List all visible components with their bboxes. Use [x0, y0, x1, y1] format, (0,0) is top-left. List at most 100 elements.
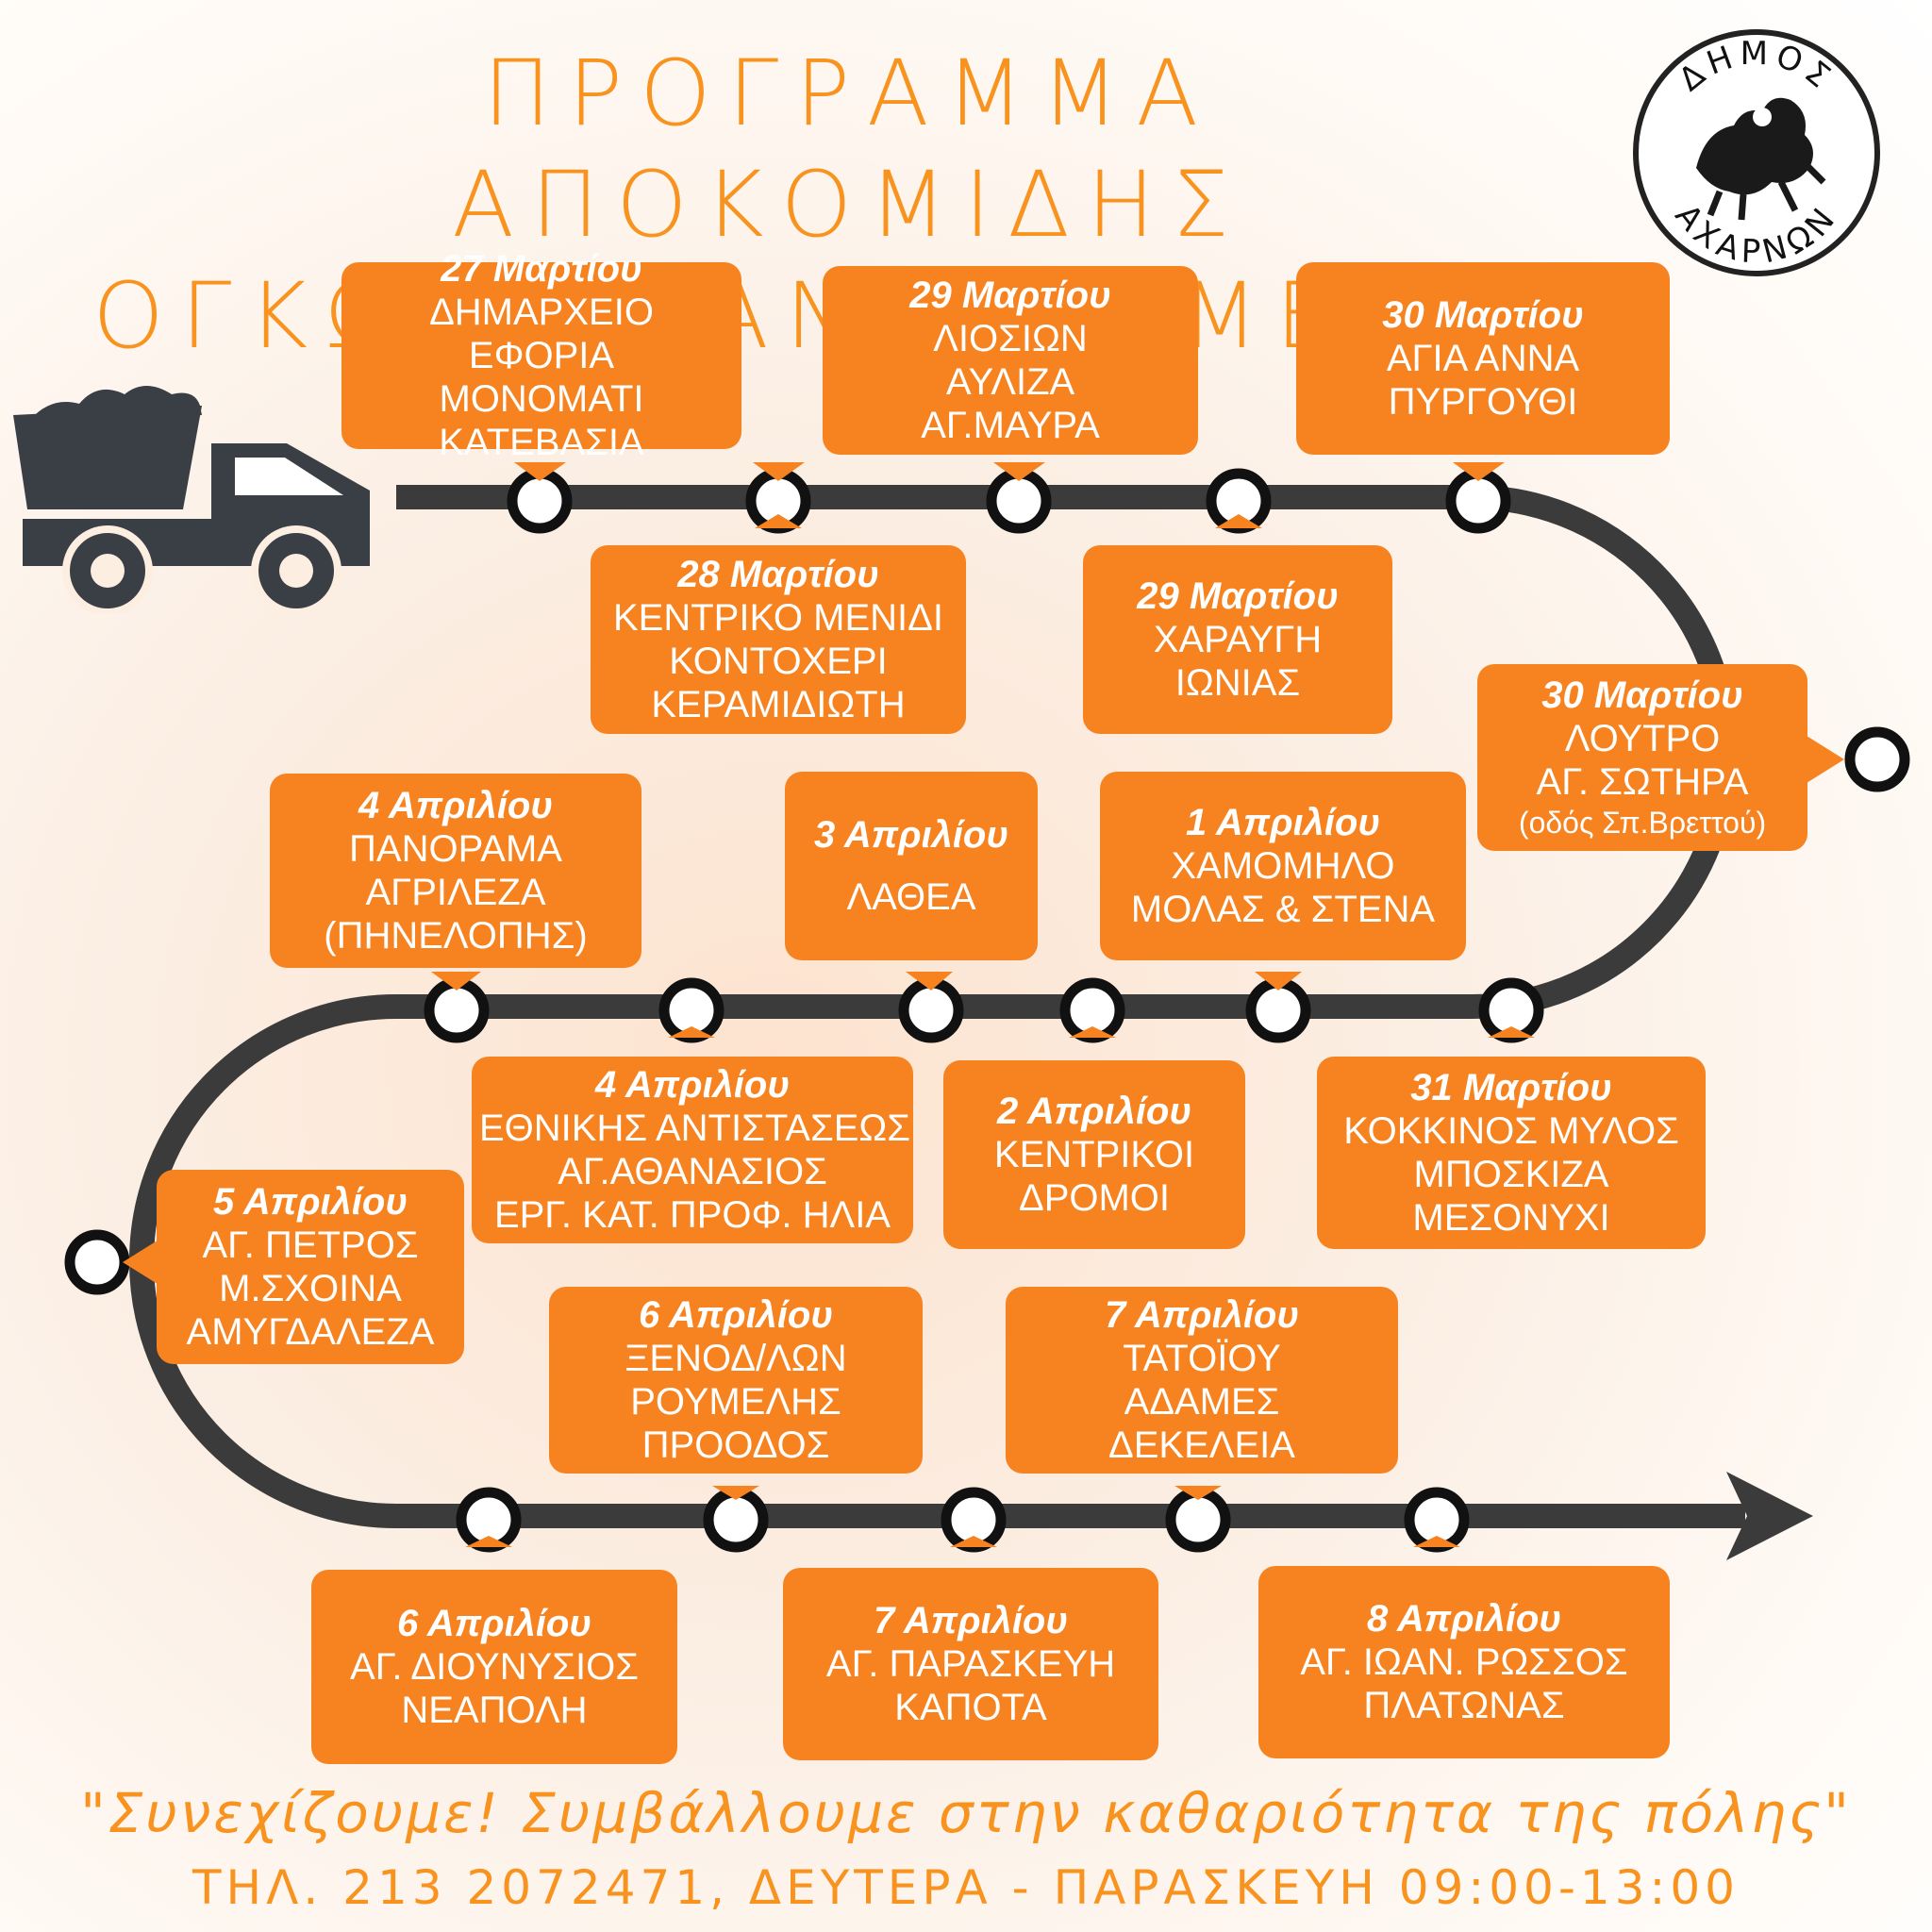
card-area: ΜΟΛΑΣ & ΣΤΕΝΑ [1130, 889, 1436, 930]
card-area: ΝΕΑΠΟΛΗ [401, 1690, 588, 1731]
card-area: ΔΕΚΕΛΕΙΑ [1108, 1424, 1295, 1466]
card-date: 7 Απριλίου [873, 1600, 1068, 1641]
card-date: 5 Απριλίου [212, 1181, 408, 1223]
route-arrow-head [1726, 1472, 1813, 1560]
card-date: 29 Μαρτίου [1137, 575, 1339, 617]
card-area: ΞΕΝΟΔ/ΛΩΝ [625, 1338, 847, 1379]
card-area: ΜΟΝΟΜΑΤΙ [439, 378, 644, 420]
schedule-card: 6 Απριλίου ΞΕΝΟΔ/ΛΩΝ ΡΟΥΜΕΛΗΣ ΠΡΟΟΔΟΣ [549, 1287, 923, 1474]
stop-marker [1844, 726, 1910, 792]
card-area: ΑΓ.ΜΑΥΡΑ [921, 405, 1100, 446]
card-area: Μ.ΣΧΟΙΝΑ [219, 1268, 402, 1309]
card-area: ΑΔΑΜΕΣ [1124, 1381, 1280, 1423]
dump-truck-icon [13, 386, 370, 613]
card-area: ΑΓ.ΑΘΑΝΑΣΙΟΣ [558, 1151, 827, 1192]
card-area: ΑΥΛΙΖΑ [945, 361, 1075, 403]
card-area: ΑΓ. ΠΑΡΑΣΚΕΥΗ [825, 1643, 1116, 1685]
card-area: ΕΦΟΡΙΑ [468, 335, 615, 376]
card-date: 31 Μαρτίου [1410, 1067, 1612, 1108]
chariot-figure-icon [1696, 97, 1826, 221]
schedule-card: 28 Μαρτίου ΚΕΝΤΡΙΚΟ ΜΕΝΙΔΙ ΚΟΝΤΟΧΕΡΙ ΚΕΡ… [591, 545, 966, 734]
card-area: ΠΥΡΓΟΥΘΙ [1388, 381, 1578, 423]
schedule-card: 31 Μαρτίου ΚΟΚΚΙΝΟΣ ΜΥΛΟΣ ΜΠΟΣΚΙΖΑ ΜΕΣΟΝ… [1317, 1057, 1706, 1249]
card-area: ΑΓ. ΠΕΤΡΟΣ [202, 1224, 419, 1266]
stop-marker [507, 468, 573, 534]
card-date: 28 Μαρτίου [677, 554, 879, 595]
schedule-card: 30 Μαρτίου ΑΓΙΑ ΑΝΝΑ ΠΥΡΓΟΥΘΙ [1296, 262, 1670, 455]
schedule-card: 29 Μαρτίου ΧΑΡΑΥΓΗ ΙΩΝΙΑΣ [1083, 545, 1392, 734]
card-area: ΕΡΓ. ΚΑΤ. ΠΡΟΦ. ΗΛΙΑ [493, 1194, 891, 1236]
stop-marker [424, 977, 490, 1043]
stop-marker [1245, 977, 1311, 1043]
schedule-card: 4 Απριλίου ΕΘΝΙΚΗΣ ΑΝΤΙΣΤΑΣΕΩΣ ΑΓ.ΑΘΑΝΑΣ… [472, 1057, 913, 1243]
card-area: ΧΑΜΟΜΗΛΟ [1171, 845, 1395, 887]
card-date: 1 Απριλίου [1185, 802, 1380, 843]
card-area: ΚΕΝΤΡΙΚΟ ΜΕΝΙΔΙ [613, 597, 943, 639]
card-area: ΔΗΜΑΡΧΕΙΟ [429, 291, 654, 333]
stop-marker [898, 977, 964, 1043]
card-area: ΔΡΟΜΟΙ [1018, 1177, 1171, 1219]
schedule-card: 7 Απριλίου ΤΑΤΟΪΟΥ ΑΔΑΜΕΣ ΔΕΚΕΛΕΙΑ [1006, 1287, 1398, 1474]
card-area: ΚΕΝΤΡΙΚΟΙ [993, 1134, 1195, 1175]
card-date: 4 Απριλίου [358, 785, 553, 826]
card-area: ΚΑΠΟΤΑ [894, 1687, 1047, 1728]
card-area: ΛΑΘΕΑ [846, 876, 976, 918]
stop-marker [703, 1487, 769, 1553]
stop-marker [1165, 1487, 1231, 1553]
card-area: ΑΓΙΑ ΑΝΝΑ [1386, 338, 1580, 379]
card-date: 4 Απριλίου [594, 1064, 790, 1106]
card-area: ΛΙΟΣΙΩΝ [933, 318, 1088, 359]
schedule-card: 3 Απριλίου ΛΑΘΕΑ [785, 772, 1038, 960]
card-date: 2 Απριλίου [996, 1091, 1191, 1132]
card-area: ΛΟΥΤΡΟ [1564, 718, 1721, 759]
card-date: 27 Μαρτίου [441, 248, 642, 290]
schedule-card: 7 Απριλίου ΑΓ. ΠΑΡΑΣΚΕΥΗ ΚΑΠΟΤΑ [783, 1568, 1158, 1760]
municipality-seal-icon: ΔΗΜΟΣ ΑΧΑΡΝΩΝ [1633, 29, 1880, 276]
card-area: ΧΑΡΑΥΓΗ [1153, 619, 1323, 660]
card-area: (ΠΗΝΕΛΟΠΗΣ) [324, 915, 588, 957]
schedule-card: 1 Απριλίου ΧΑΜΟΜΗΛΟ ΜΟΛΑΣ & ΣΤΕΝΑ [1100, 772, 1466, 960]
card-date: 3 Απριλίου [813, 814, 1008, 856]
card-area: ΜΠΟΣΚΙΖΑ [1413, 1154, 1609, 1195]
card-date: 29 Μαρτίου [909, 275, 1111, 316]
stop-marker [1445, 468, 1511, 534]
schedule-card: 4 Απριλίου ΠΑΝΟΡΑΜΑ ΑΓΡΙΛΕΖΑ (ΠΗΝΕΛΟΠΗΣ) [270, 774, 641, 968]
stop-marker [986, 468, 1052, 534]
card-date: 7 Απριλίου [1104, 1294, 1299, 1336]
card-area: ΑΓ. ΣΩΤΗΡΑ [1536, 761, 1749, 803]
card-area: (οδός Σπ.Βρεττού) [1518, 806, 1767, 840]
card-area: ΚΟΝΤΟΧΕΡΙ [669, 641, 888, 682]
card-area: ΑΓ. ΔΙΟΥΝΥΣΙΟΣ [350, 1646, 639, 1688]
card-date: 6 Απριλίου [396, 1603, 591, 1644]
contact-info: ΤΗΛ. 213 2072471, ΔΕΥΤΕΡΑ - ΠΑΡΑΣΚΕΥΗ 09… [192, 1860, 1740, 1915]
title-line-1: ΠΡΟΓΡΑΜΜΑ ΑΠΟΚΟΜΙΔΗΣ [452, 41, 1246, 258]
schedule-card: 6 Απριλίου ΑΓ. ΔΙΟΥΝΥΣΙΟΣ ΝΕΑΠΟΛΗ [311, 1570, 677, 1764]
card-area: ΚΟΚΚΙΝΟΣ ΜΥΛΟΣ [1343, 1110, 1679, 1152]
card-date: 30 Μαρτίου [1541, 675, 1743, 716]
card-area: ΤΑΤΟΪΟΥ [1123, 1338, 1281, 1379]
card-area: ΠΛΑΤΩΝΑΣ [1363, 1685, 1565, 1726]
card-area: ΑΜΥΓΔΑΛΕΖΑ [186, 1311, 435, 1353]
card-area: ΙΩΝΙΑΣ [1174, 662, 1301, 704]
stop-marker [64, 1229, 130, 1295]
card-date: 30 Μαρτίου [1382, 294, 1584, 336]
card-date: 8 Απριλίου [1366, 1598, 1561, 1640]
card-area: ΑΓΡΙΛΕΖΑ [365, 872, 546, 913]
slogan: "Συνεχίζουμε! Συμβάλλουμε στην καθαριότη… [80, 1781, 1852, 1845]
schedule-card: 8 Απριλίου ΑΓ. ΙΩΑΝ. ΡΩΣΣΟΣ ΠΛΑΤΩΝΑΣ [1258, 1566, 1670, 1758]
card-area: ΕΘΝΙΚΗΣ ΑΝΤΙΣΤΑΣΕΩΣ [479, 1108, 911, 1149]
card-area: ΚΑΤΕΒΑΣΙΑ [439, 422, 644, 463]
schedule-card: 27 Μαρτίου ΔΗΜΑΡΧΕΙΟ ΕΦΟΡΙΑ ΜΟΝΟΜΑΤΙ ΚΑΤ… [341, 248, 741, 463]
card-area: ΡΟΥΜΕΛΗΣ [630, 1381, 841, 1423]
card-area: ΜΕΣΟΝΥΧΙ [1412, 1197, 1610, 1239]
card-area: ΠΡΟΟΔΟΣ [641, 1424, 830, 1466]
card-area: ΠΑΝΟΡΑΜΑ [349, 828, 562, 870]
schedule-card: 5 Απριλίου ΑΓ. ΠΕΤΡΟΣ Μ.ΣΧΟΙΝΑ ΑΜΥΓΔΑΛΕΖ… [157, 1170, 464, 1364]
card-area: ΑΓ. ΙΩΑΝ. ΡΩΣΣΟΣ [1300, 1641, 1628, 1683]
card-area: ΚΕΡΑΜΙΔΙΩΤΗ [651, 684, 906, 725]
schedule-card: 30 Μαρτίου ΛΟΥΤΡΟ ΑΓ. ΣΩΤΗΡΑ (οδός Σπ.Βρ… [1477, 664, 1807, 851]
schedule-card: 2 Απριλίου ΚΕΝΤΡΙΚΟΙ ΔΡΟΜΟΙ [943, 1060, 1245, 1249]
card-date: 6 Απριλίου [638, 1294, 833, 1336]
schedule-card: 29 Μαρτίου ΛΙΟΣΙΩΝ ΑΥΛΙΖΑ ΑΓ.ΜΑΥΡΑ [823, 266, 1198, 455]
